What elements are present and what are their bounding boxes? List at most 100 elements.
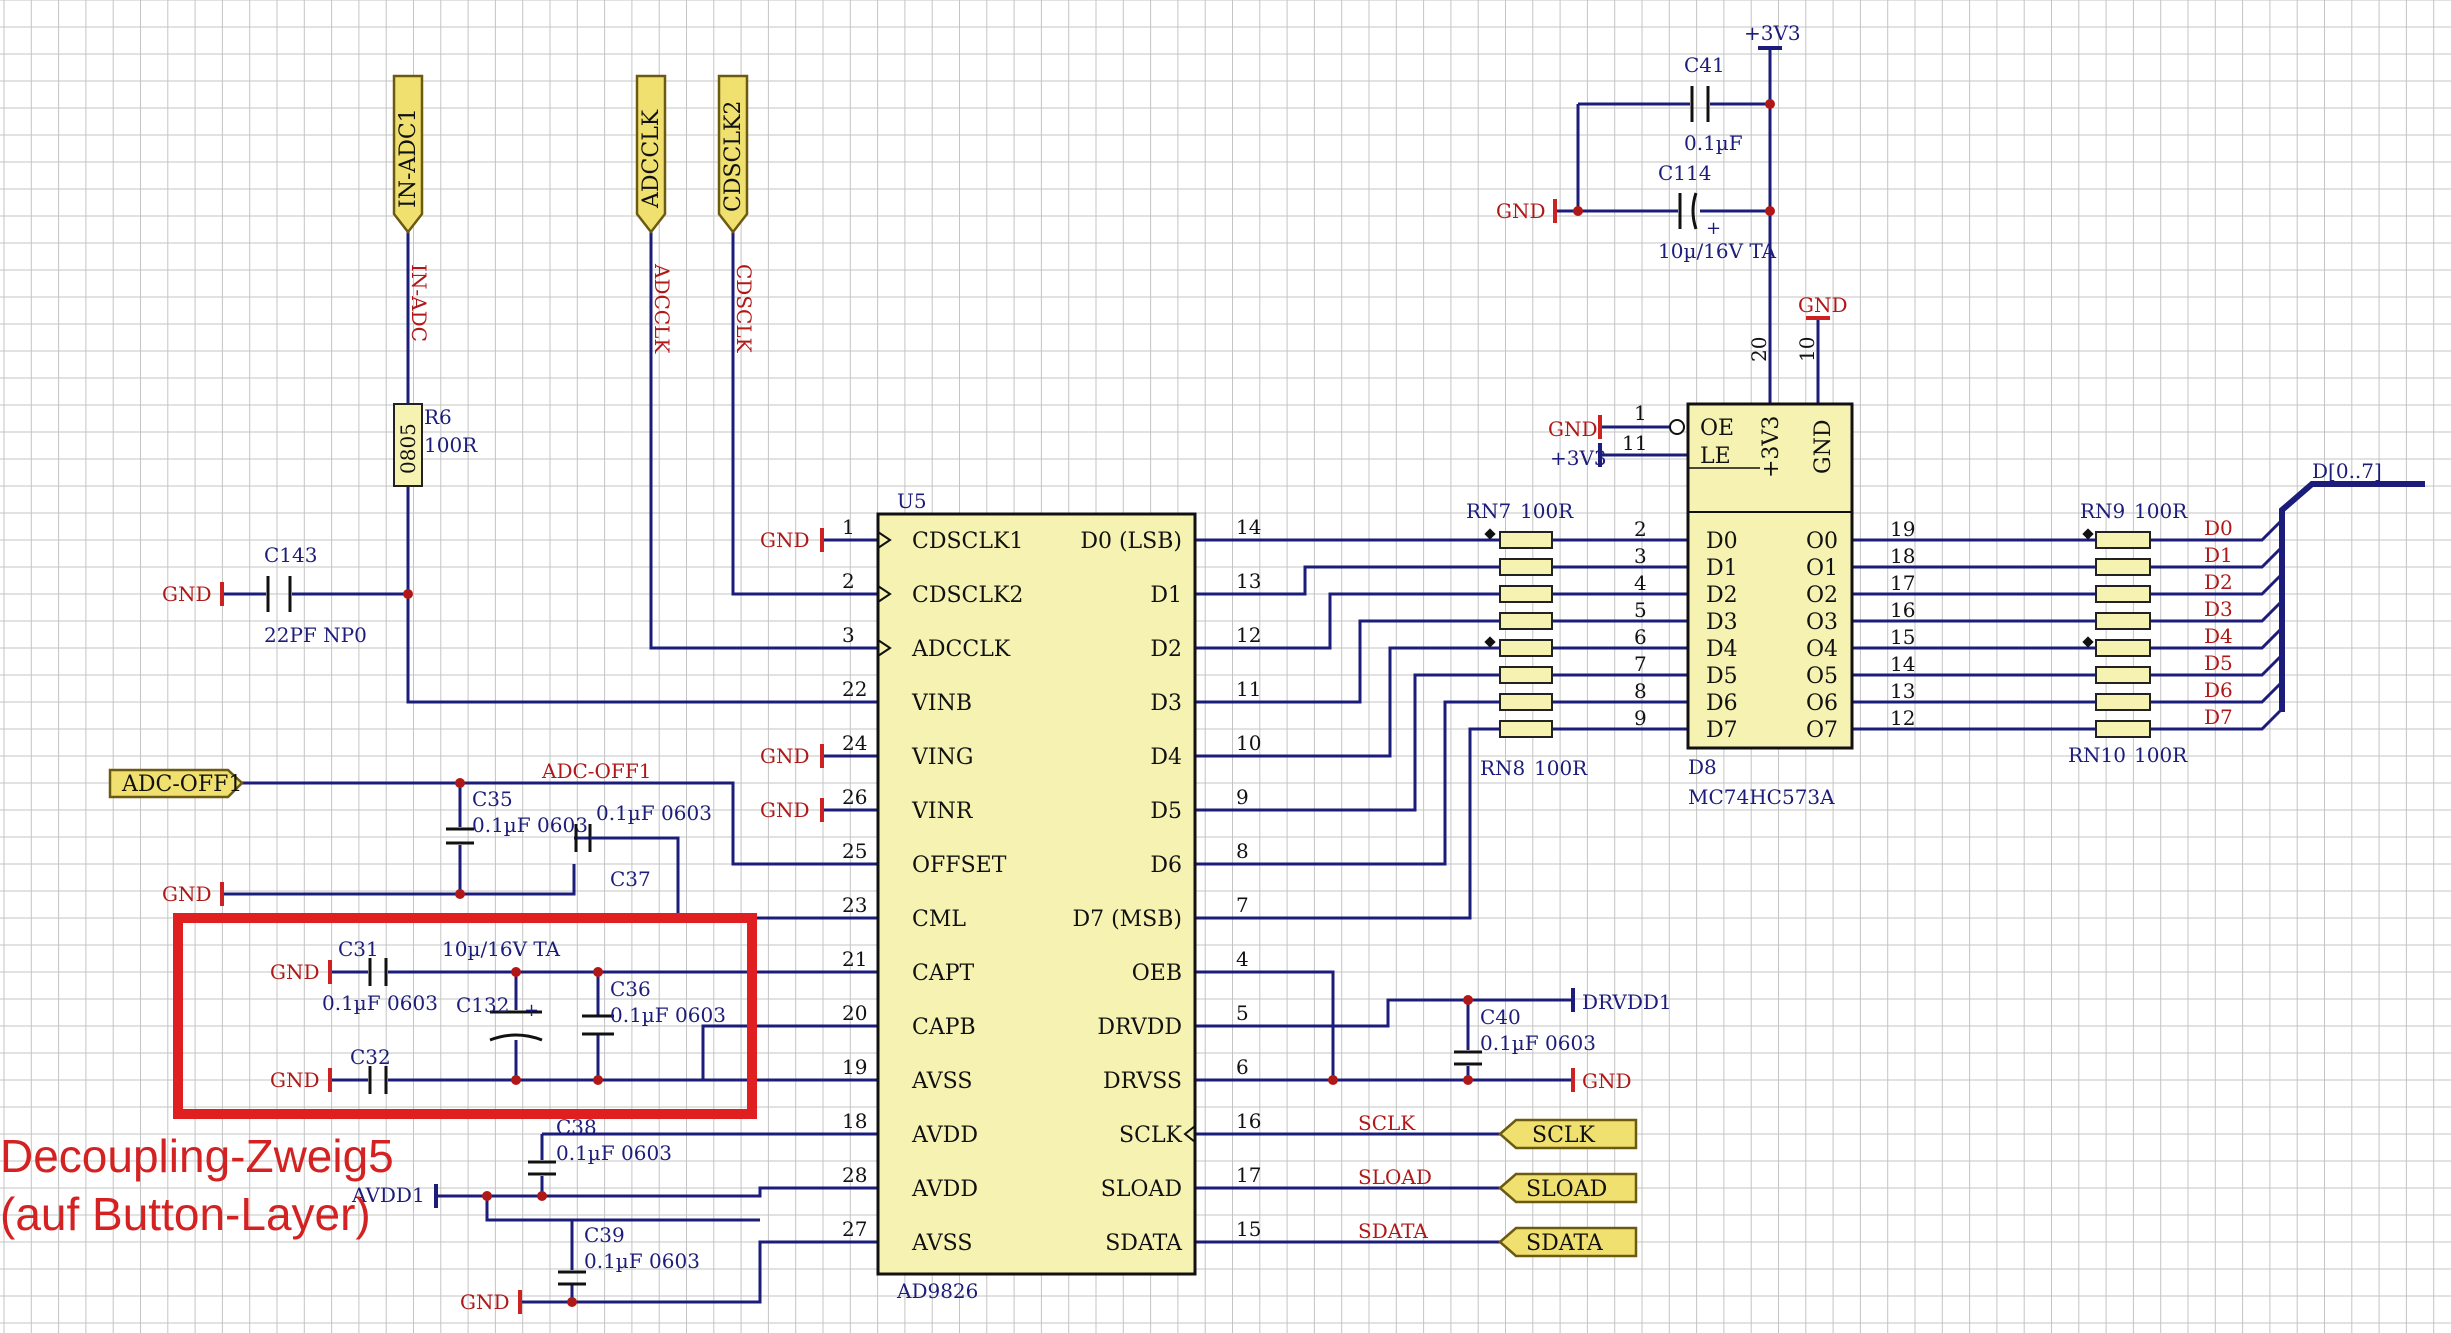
flags[interactable]: IN-ADC1 ADCCLK CDSCLK2 ADC-OFF1 SCLK SLO… (108, 74, 1638, 1258)
resistor-network-element[interactable] (1499, 666, 1553, 684)
resistor-network-element[interactable] (2095, 639, 2151, 657)
cap-c39-value: 0.1µF 0603 (584, 1249, 700, 1273)
chip-u5-pin-name: CML (912, 907, 966, 932)
chip-u5-pin-number: 8 (1236, 839, 1249, 863)
chip-d8-oe-num: 1 (1634, 401, 1647, 425)
chip-u5-pin-number: 5 (1236, 1001, 1249, 1025)
chip-u5-pin-number: 2 (842, 569, 855, 593)
net-adc-off1: ADC-OFF1 (541, 759, 651, 783)
gnd-label: GND (1798, 293, 1848, 317)
chip-d8-pin-name: O2 (1806, 583, 1838, 608)
chip-d8[interactable]: D8 MC74HC573A OE LE 1 11 +3V3 GND 20 10 … (1622, 337, 1915, 809)
annotation-line1: Decoupling-Zweig5 (0, 1130, 394, 1182)
chip-d8-pin-number: 17 (1890, 571, 1915, 595)
flag-sdata[interactable] (1498, 1226, 1638, 1258)
flag-cdsclk2-text: CDSCLK2 (721, 101, 746, 212)
resistor-network-element[interactable] (2095, 693, 2151, 711)
chip-u5-pin-name: CAPB (912, 1015, 976, 1040)
net-sclk: SCLK (1358, 1111, 1416, 1135)
data-bus-line-label: D7 (2204, 705, 2233, 729)
flag-sclk[interactable] (1498, 1118, 1638, 1150)
net-drvdd1: DRVDD1 (1582, 990, 1672, 1014)
chip-d8-pin-name: O0 (1806, 529, 1838, 554)
chip-d8-gnd-num: 10 (1795, 337, 1819, 362)
resistor-network-element[interactable] (2095, 585, 2151, 603)
resistor-r6[interactable] (393, 403, 423, 487)
resistor-network-element[interactable] (1499, 720, 1553, 738)
resistor-network-element[interactable] (2095, 531, 2151, 549)
chip-u5-pin-name: CAPT (912, 961, 975, 986)
chip-u5-pin-number: 4 (1236, 947, 1249, 971)
chip-u5[interactable]: U5 AD9826 1CDSCLK12CDSCLK23ADCCLK22VINB2… (842, 489, 1261, 1303)
resistor-network-element[interactable] (1499, 558, 1553, 576)
chip-u5-pin-number: 3 (842, 623, 855, 647)
gnd-label: GND (270, 960, 320, 984)
resistor-network-element[interactable] (1499, 693, 1553, 711)
cap-c132-designator: C132 (456, 993, 509, 1017)
gnd-label: GND (1548, 417, 1598, 441)
chip-u5-pin-number: 16 (1236, 1109, 1261, 1133)
data-bus-line-label: D2 (2204, 570, 2233, 594)
chip-d8-le-label: LE (1700, 444, 1731, 469)
data-bus-name: D[0..7] (2312, 459, 2382, 483)
resistor-network-element[interactable] (1499, 612, 1553, 630)
resistor-network-element[interactable] (1499, 585, 1553, 603)
chip-u5-pin-name: D7 (MSB) (1072, 907, 1182, 932)
flag-cdsclk2[interactable] (717, 74, 749, 235)
chip-u5-pin-number: 15 (1236, 1217, 1261, 1241)
chip-u5-pin-number: 17 (1236, 1163, 1261, 1187)
resistor-network-element[interactable] (1499, 531, 1553, 549)
chip-d8-pin-name: D2 (1706, 583, 1738, 608)
svg-text:+: + (524, 1000, 539, 1021)
chip-d8-pin-name: D1 (1706, 556, 1738, 581)
resistor-network-element[interactable] (2095, 558, 2151, 576)
chip-u5-part: AD9826 (896, 1279, 978, 1303)
chip-u5-pin-number: 1 (842, 515, 855, 539)
chip-u5-pin-number: 19 (842, 1055, 867, 1079)
chip-d8-pin-number: 7 (1634, 652, 1647, 676)
resistor-network-element[interactable] (2095, 612, 2151, 630)
net-sdata: SDATA (1358, 1219, 1428, 1243)
resistor-network-element[interactable] (1499, 639, 1553, 657)
decoupling-highlight-box (173, 913, 757, 1119)
net-avdd1: AVDD1 (351, 1183, 425, 1207)
chip-u5-left-pins: 1CDSCLK12CDSCLK23ADCCLK22VINB24VING26VIN… (842, 515, 1023, 1256)
flag-sload[interactable] (1498, 1172, 1638, 1204)
chip-d8-gnd-label: GND (1811, 420, 1836, 474)
chip-u5-pin-name: SCLK (1119, 1123, 1183, 1148)
chip-u5-pin-number: 14 (1236, 515, 1261, 539)
resistor-network-element[interactable] (2095, 666, 2151, 684)
chip-d8-pin-number: 19 (1890, 517, 1915, 541)
chip-d8-body[interactable] (1686, 402, 1854, 750)
gnd-label: GND (1496, 199, 1546, 223)
chip-u5-pin-name: SLOAD (1101, 1177, 1182, 1202)
chip-u5-pin-name: AVSS (911, 1069, 972, 1094)
flag-adcclk[interactable] (635, 74, 667, 235)
flag-adc-off1[interactable] (108, 768, 244, 799)
chip-d8-pin-number: 4 (1634, 571, 1647, 595)
flag-sload-text: SLOAD (1526, 1177, 1607, 1202)
data-bus-line-label: D0 (2204, 516, 2233, 540)
net-labels: IN-ADC ADCCLK CDSCLK ADC-OFF1 SCLK SLOAD… (351, 21, 1801, 1243)
cap-c37-designator: C37 (610, 867, 651, 891)
chip-u5-pin-name: AVDD (911, 1123, 978, 1148)
data-bus-line-label: D1 (2204, 543, 2233, 567)
chip-u5-pin-number: 26 (842, 785, 867, 809)
chip-d8-vcc-label: +3V3 (1759, 416, 1784, 478)
chip-u5-pin-name: OFFSET (912, 853, 1007, 878)
gnd-label: GND (162, 582, 212, 606)
chip-d8-pin-name: O6 (1806, 691, 1838, 716)
cap-c143-value: 22PF NP0 (264, 623, 367, 647)
resistor-network-element[interactable] (2095, 720, 2151, 738)
chip-d8-designator: D8 (1688, 755, 1717, 779)
flag-in-adc1[interactable] (392, 74, 424, 235)
gnd-symbols: GND GND GND GND GND GND GND GND GND GND … (162, 199, 1848, 1314)
resistor-r6-value: 100R (424, 433, 478, 457)
chip-d8-pin-number: 15 (1890, 625, 1915, 649)
chip-u5-pin-number: 22 (842, 677, 867, 701)
cap-c31-designator: C31 (338, 937, 379, 961)
chip-u5-pin-name: VINB (911, 691, 972, 716)
chip-u5-body[interactable] (876, 512, 1197, 1276)
